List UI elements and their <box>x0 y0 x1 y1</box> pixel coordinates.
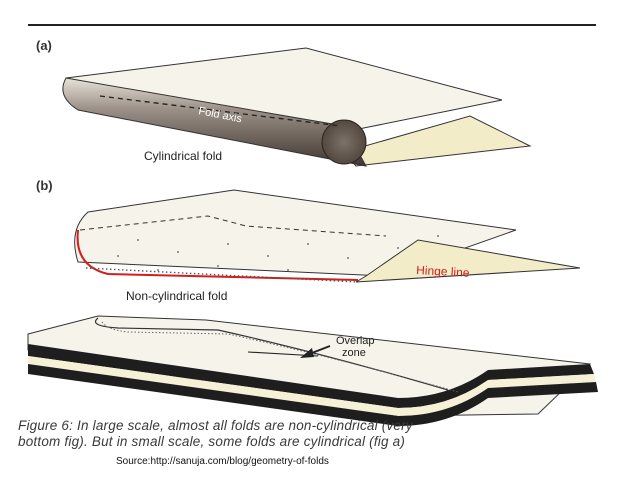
overlap-label-2: zone <box>342 347 366 359</box>
noncyl-dashed-line <box>79 215 387 237</box>
noncyl-stipple <box>117 235 439 271</box>
fold-diagram-svg: (a) Fold axis Cylindrical fold (b) <box>27 38 598 426</box>
cylinder-end-cap <box>321 119 367 165</box>
ridge-line <box>94 317 449 391</box>
fold-axis-line <box>99 95 341 127</box>
top-divider <box>28 24 596 26</box>
ridge-stipple <box>101 321 459 393</box>
panel-b: (b) Hinge line Non-cyl <box>36 178 581 303</box>
panel-a-caption: Cylindrical fold <box>144 149 222 163</box>
overlap-label-1: Overlap <box>336 335 375 347</box>
caption-line-1: Figure 6: In large scale, almost all fol… <box>18 418 413 433</box>
panel-b-caption: Non-cylindrical fold <box>126 289 227 303</box>
panel-a-label: (a) <box>36 38 52 53</box>
overlap-arrowhead <box>300 348 314 358</box>
panel-a: (a) Fold axis Cylindrical fold <box>36 38 532 167</box>
figure-caption: Figure 6: In large scale, almost all fol… <box>18 418 614 450</box>
noncyl-lower-limb <box>355 239 581 283</box>
hinge-line-label: Hinge line <box>416 263 470 280</box>
fold-geometry-figure: (a) Fold axis Cylindrical fold (b) <box>18 30 614 450</box>
caption-line-2: bottom fig). But in small scale, some fo… <box>18 434 406 449</box>
layer-stripe-2 <box>28 356 596 416</box>
source-credit: Source:http://sanuja.com/blog/geometry-o… <box>116 456 329 467</box>
layer-stripe-1 <box>28 344 594 408</box>
panel-c: Overlap zone <box>27 315 598 426</box>
hinge-line <box>76 229 359 281</box>
hinge-stipple <box>85 267 359 283</box>
cylinder-body <box>62 77 367 167</box>
panel-b-label: (b) <box>36 178 53 193</box>
layer-stripe-3 <box>28 364 598 426</box>
